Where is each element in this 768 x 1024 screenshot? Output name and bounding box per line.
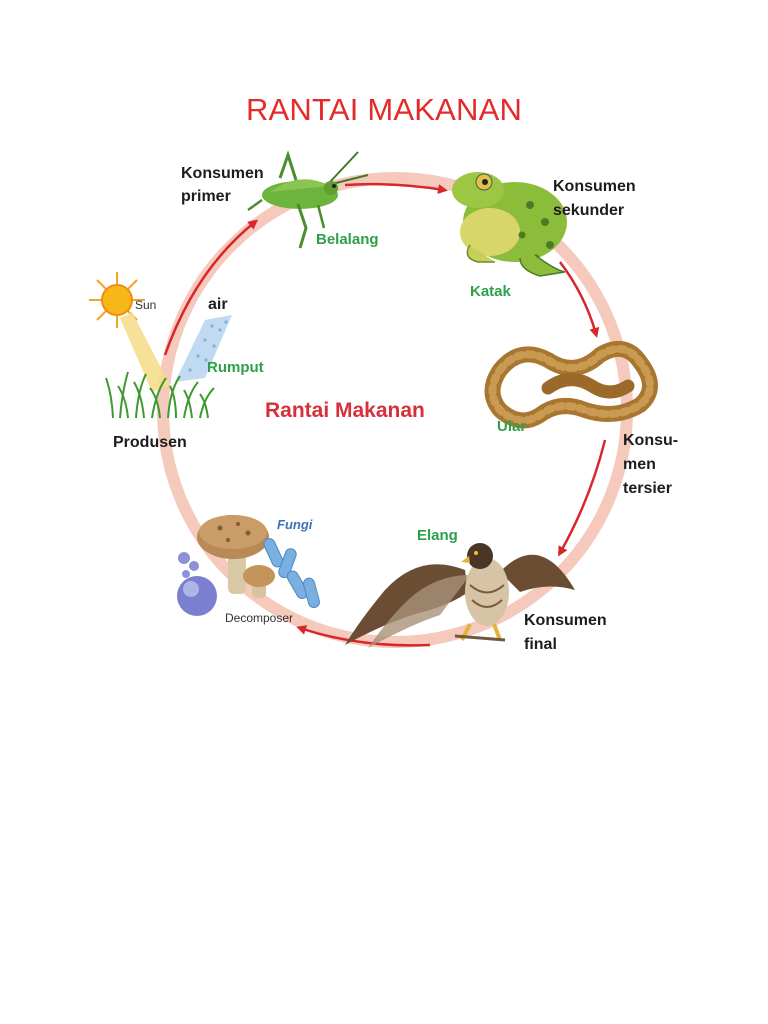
decomposer-name-label: Fungi [277,517,313,532]
secondary-role-line1: Konsumen [553,178,636,195]
sunlight-beam-icon [120,312,170,392]
primary-name-label: Belalang [316,231,379,248]
tertiary-role-line3: tersier [623,480,672,497]
secondary-name-label: Katak [470,283,512,300]
snake-icon [484,340,658,429]
grass-icon [105,371,215,419]
arrow-producer-to-primary [163,219,259,356]
water-icon [175,315,232,382]
final-role-line2: final [524,636,557,653]
arrow-tertiary-to-final [558,439,607,557]
decomposer-role-label: Decomposer [225,611,293,625]
tertiary-role-line1: Konsu- [623,432,678,449]
decomposer-icon [177,515,320,616]
arrow-final-to-decomposer [296,625,431,647]
frog-icon [452,172,567,277]
arrow-primary-to-secondary [344,182,448,194]
water-label: air [208,296,228,313]
center-label: Rantai Makanan [265,399,425,422]
tertiary-role-line2: men [623,456,656,473]
tertiary-name-label: Ular [497,418,526,435]
producer-name-label: Rumput [207,359,264,376]
sun-label: Sun [135,298,156,312]
final-name-label: Elang [417,527,458,544]
page-title: RANTAI MAKANAN [245,92,523,127]
arrow-secondary-to-tertiary [559,261,600,338]
secondary-role-line2: sekunder [553,202,624,219]
producer-role-label: Produsen [113,434,187,451]
primary-role-line2: primer [181,188,231,205]
final-role-line1: Konsumen [524,612,607,629]
eagle-icon [345,543,575,648]
primary-role-line1: Konsumen [181,165,264,182]
grasshopper-icon [247,150,369,249]
